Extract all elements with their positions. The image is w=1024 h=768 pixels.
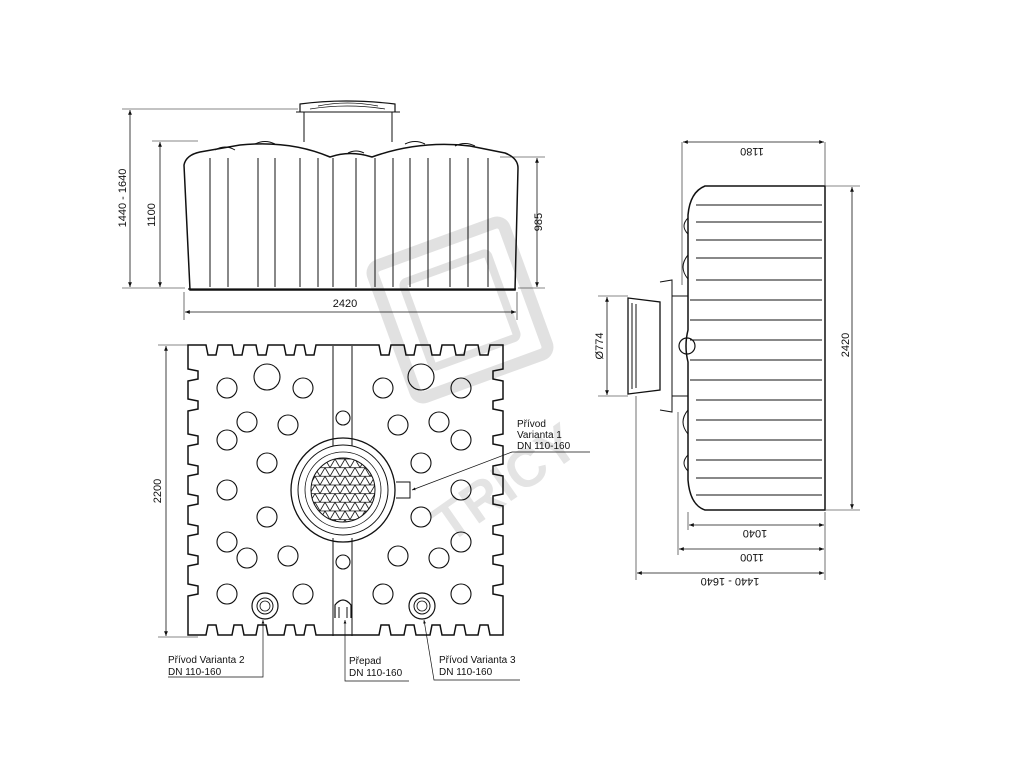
side-ribs: [690, 204, 822, 496]
inlet-variant2-symbol: [251, 592, 279, 620]
tank-hole-circle: [236, 411, 258, 433]
tank-hole-circle: [387, 414, 409, 436]
tank-hole-circle: [428, 547, 450, 569]
manhole-top: [290, 437, 411, 543]
dim-total-height: 1440 - 1640: [117, 169, 129, 228]
tank-hole-circle: [216, 429, 238, 451]
side-view: 1180 2420 Ø774 1040 1100 1440 - 1640: [594, 140, 860, 587]
tank-hole-circle: [372, 377, 394, 399]
watermark-logo: TRICY: [366, 216, 589, 554]
inlet-variant3-symbol: [408, 592, 436, 620]
watermark-text: TRICY: [422, 412, 589, 554]
tank-hole-circle: [216, 583, 238, 605]
dim-bottom-3: 1440 - 1640: [701, 575, 760, 587]
tank-hole-circle: [253, 363, 281, 391]
label-variant2-line2: DN 110-160: [168, 667, 222, 678]
dim-body-height: 1100: [146, 203, 158, 227]
dim-width: 2420: [333, 298, 357, 310]
tank-hole-circle: [277, 414, 299, 436]
tank-outline-top: [187, 344, 504, 636]
label-variant1-line3: DN 110-160: [517, 441, 571, 452]
tank-hole-circle: [450, 531, 472, 553]
dim-top: 1180: [740, 145, 764, 157]
tank-hole-circle: [292, 583, 314, 605]
dim-manhole: Ø774: [594, 333, 606, 360]
tank-hole-circle: [335, 554, 351, 570]
front-ribs: [209, 158, 489, 287]
tank-hole-circle: [216, 479, 238, 501]
tank-hole-circle: [387, 545, 409, 567]
label-variant1-line2: Varianta 1: [517, 430, 562, 441]
tank-hole-circle: [407, 363, 435, 391]
tank-hole-circle: [277, 545, 299, 567]
top-holes: [216, 363, 472, 605]
label-variant2-line1: Přívod Varianta 2: [168, 655, 245, 666]
label-variant1-line1: Přívod: [517, 419, 546, 430]
dim-bottom-2: 1100: [740, 551, 764, 563]
tank-hole-circle: [450, 479, 472, 501]
dim-bottom-1: 1040: [743, 527, 767, 539]
top-view: 2200 Přívod Varianta 1 DN 110-160 Přívod…: [152, 344, 590, 682]
tank-hole-circle: [216, 377, 238, 399]
label-overflow-line2: DN 110-160: [349, 668, 403, 679]
tank-hole-circle: [216, 531, 238, 553]
label-variant3-line2: DN 110-160: [439, 667, 493, 678]
dim-length: 2420: [840, 333, 852, 357]
label-variant3-line1: Přívod Varianta 3: [439, 655, 516, 666]
tank-hole-circle: [450, 583, 472, 605]
tank-hole-circle: [292, 377, 314, 399]
tank-hole-circle: [236, 547, 258, 569]
dim-inlet-height: 985: [533, 213, 545, 231]
tank-hole-circle: [335, 410, 351, 426]
tank-hole-circle: [256, 452, 278, 474]
overflow-symbol: [334, 599, 352, 618]
tank-hole-circle: [372, 583, 394, 605]
dim-depth: 2200: [152, 479, 164, 503]
tank-hole-circle: [428, 411, 450, 433]
tank-hole-circle: [450, 377, 472, 399]
tank-hole-circle: [410, 452, 432, 474]
tank-hole-circle: [256, 506, 278, 528]
label-overflow-line1: Přepad: [349, 656, 381, 667]
tank-hole-circle: [410, 506, 432, 528]
front-view: 1440 - 1640 1100 985 2420: [117, 100, 545, 320]
tank-hole-circle: [450, 429, 472, 451]
